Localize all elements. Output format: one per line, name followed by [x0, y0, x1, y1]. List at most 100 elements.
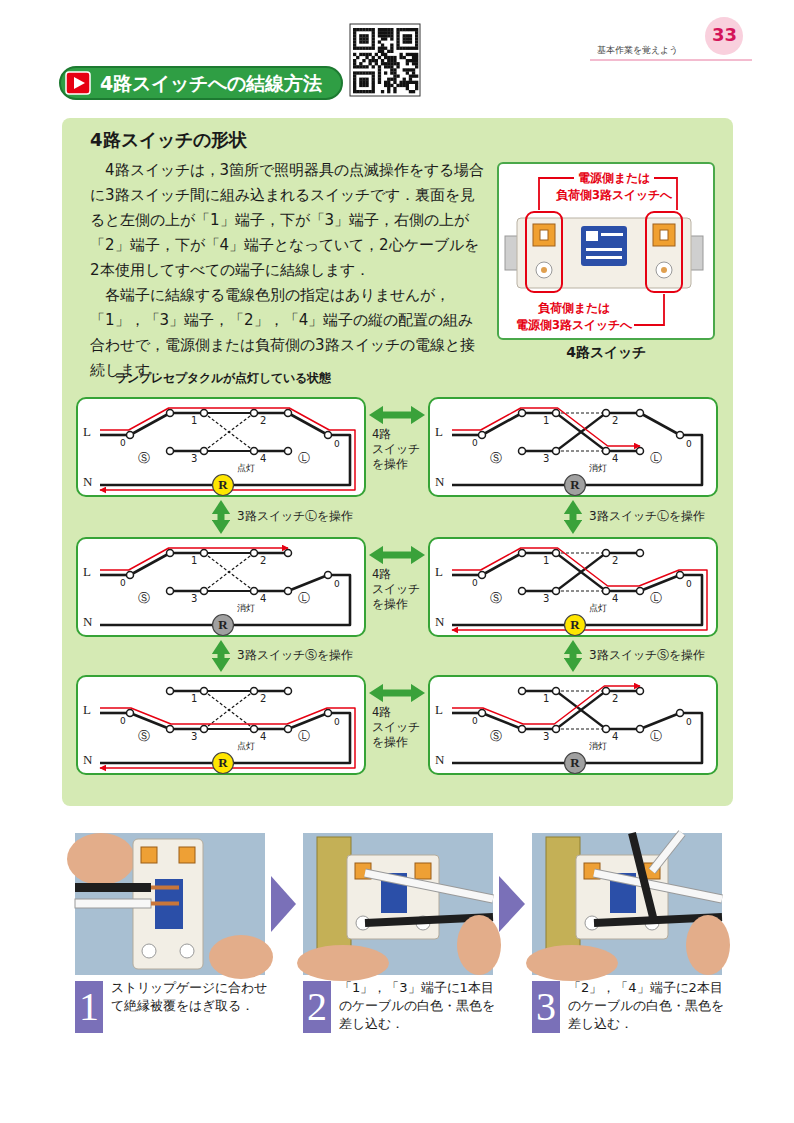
- wire: [452, 434, 482, 437]
- qr-module: [353, 62, 356, 65]
- qr-module: [375, 53, 378, 56]
- edge-label: 3路スイッチⓁを操作: [589, 509, 705, 525]
- step-text: 「2」，「4」端子に2本目のケーブルの白色・黒色を差し込む．: [568, 979, 724, 1034]
- qr-module: [396, 28, 399, 31]
- white-cable: [365, 873, 493, 899]
- terminal: [325, 710, 332, 717]
- terminal: [603, 410, 610, 417]
- current-path: [452, 408, 640, 446]
- qr-module: [403, 81, 406, 84]
- qr-module: [365, 81, 368, 84]
- qr-module: [387, 56, 390, 59]
- qr-module: [393, 75, 396, 78]
- circuit-box: R点灯LN012340ⓈⓁ: [428, 537, 718, 637]
- qr-module: [359, 40, 362, 43]
- qr-module: [387, 59, 390, 62]
- qr-module: [396, 31, 399, 34]
- qr-module: [409, 37, 412, 40]
- lamp-receptacle: R消灯: [212, 614, 234, 636]
- qr-module: [372, 84, 375, 87]
- qr-module: [359, 71, 362, 74]
- qr-module: [403, 56, 406, 59]
- photo-frame: 電源側または 負荷側3路スイッチへ負荷側または 電源側3路スイッチへ4路スイッチ: [497, 162, 715, 340]
- current-path: [452, 686, 640, 724]
- qr-module: [390, 28, 393, 31]
- connector: [499, 876, 525, 932]
- qr-module: [387, 87, 390, 90]
- qr-module: [369, 71, 372, 74]
- qr-module: [384, 62, 387, 65]
- wire: [606, 412, 640, 415]
- qr-module: [362, 47, 365, 50]
- lamp-circle: [565, 475, 586, 496]
- qr-module: [365, 28, 368, 31]
- qr-module: [372, 34, 375, 37]
- qr-module: [359, 37, 362, 40]
- qr-module: [353, 78, 356, 81]
- qr-module: [362, 28, 365, 31]
- qr-module: [372, 71, 375, 74]
- terminal: [201, 688, 208, 695]
- qr-module: [378, 28, 381, 31]
- terminal: [677, 572, 684, 579]
- terminal-number: 1: [543, 415, 549, 426]
- terminal: [127, 432, 134, 439]
- lamp-receptacle: R消灯: [564, 474, 586, 496]
- qr-module: [415, 31, 418, 34]
- line-label: L: [435, 565, 443, 579]
- circuit-box: R消灯LN012340ⓈⓁ: [428, 397, 718, 497]
- step-photo: [532, 833, 722, 975]
- wire: [522, 412, 556, 415]
- step-photo: [75, 833, 265, 975]
- qr-frame: [350, 24, 420, 96]
- lamp-state: 点灯: [589, 604, 607, 614]
- copper-wire: [151, 886, 179, 890]
- qr-module: [400, 56, 403, 59]
- edge-label: 4路 スイッチ を操作: [372, 567, 424, 612]
- qr-module: [412, 62, 415, 65]
- terminal: [637, 726, 644, 733]
- connector: [570, 513, 577, 522]
- qr-module: [409, 90, 412, 93]
- wire: [522, 690, 556, 693]
- terminal: [167, 726, 174, 733]
- qr-module: [406, 87, 409, 90]
- hand: [526, 945, 618, 981]
- terminal-number: 2: [612, 415, 618, 426]
- terminal: [285, 448, 292, 455]
- terminal-number: 4: [260, 731, 266, 742]
- terminal-number: 0: [686, 718, 692, 728]
- qr-module: [396, 44, 399, 47]
- release-hole: [142, 944, 156, 958]
- qr-module: [353, 53, 356, 56]
- terminal: [603, 550, 610, 557]
- switch-symbol: Ⓢ: [138, 452, 150, 465]
- terminal: [479, 710, 486, 717]
- terminal-number: 1: [191, 555, 197, 566]
- edge-label: 3路スイッチⓈを操作: [237, 648, 353, 664]
- qr-module: [378, 71, 381, 74]
- qr-module: [369, 59, 372, 62]
- step-card: 2「1」，「3」端子に1本目のケーブルの白色・黒色を差し込む．: [303, 833, 493, 1033]
- terminal-number: 1: [543, 693, 549, 704]
- qr-module: [387, 62, 390, 65]
- terminal: [519, 688, 526, 695]
- qr-module: [359, 78, 362, 81]
- qr-module: [415, 47, 418, 50]
- qr-module: [415, 59, 418, 62]
- terminal-number: 4: [260, 453, 266, 464]
- terminal-plate: [533, 224, 555, 246]
- switch-symbol: Ⓛ: [298, 730, 310, 743]
- qr-module: [415, 40, 418, 43]
- lamp-symbol-letter: R: [564, 614, 586, 636]
- qr-module: [415, 81, 418, 84]
- terminal: [603, 448, 610, 455]
- qr-module: [381, 44, 384, 47]
- terminal: [553, 550, 560, 557]
- terminal: [603, 688, 610, 695]
- qr-module: [412, 68, 415, 71]
- wire: [170, 552, 204, 555]
- neutral-label: N: [435, 615, 444, 629]
- qr-module: [372, 44, 375, 47]
- contact-open: [556, 590, 606, 591]
